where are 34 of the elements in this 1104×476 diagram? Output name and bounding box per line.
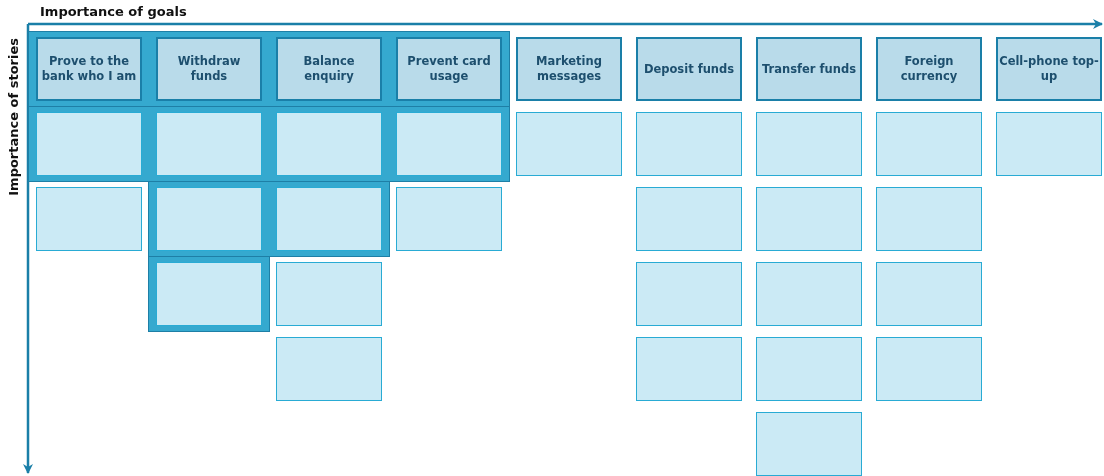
story-card <box>156 112 262 176</box>
story-card <box>276 187 382 251</box>
goal-card: Cell-phone top-up <box>996 37 1102 101</box>
goal-card: Transfer funds <box>756 37 862 101</box>
axis-label: Importance of stories <box>6 38 21 196</box>
goal-card: Withdraw funds <box>156 37 262 101</box>
story-card <box>36 112 142 176</box>
story-card <box>156 187 262 251</box>
story-card <box>396 112 502 176</box>
story-card <box>756 412 862 476</box>
story-card <box>876 337 982 401</box>
goal-card: Prevent card usage <box>396 37 502 101</box>
story-card <box>276 112 382 176</box>
story-card <box>516 112 622 176</box>
story-card <box>876 112 982 176</box>
story-card <box>756 262 862 326</box>
axis-label: Importance of goals <box>40 4 187 19</box>
story-card <box>636 112 742 176</box>
goal-card: Balance enquiry <box>276 37 382 101</box>
goal-card: Marketing messages <box>516 37 622 101</box>
story-card <box>636 187 742 251</box>
goal-card: Foreign currency <box>876 37 982 101</box>
story-card <box>636 337 742 401</box>
story-card <box>156 262 262 326</box>
story-card <box>876 187 982 251</box>
goal-card: Deposit funds <box>636 37 742 101</box>
story-card <box>636 262 742 326</box>
goal-card: Prove to the bank who I am <box>36 37 142 101</box>
story-card <box>876 262 982 326</box>
story-card <box>996 112 1102 176</box>
story-card <box>756 337 862 401</box>
story-card <box>756 112 862 176</box>
story-card <box>756 187 862 251</box>
story-card <box>276 337 382 401</box>
